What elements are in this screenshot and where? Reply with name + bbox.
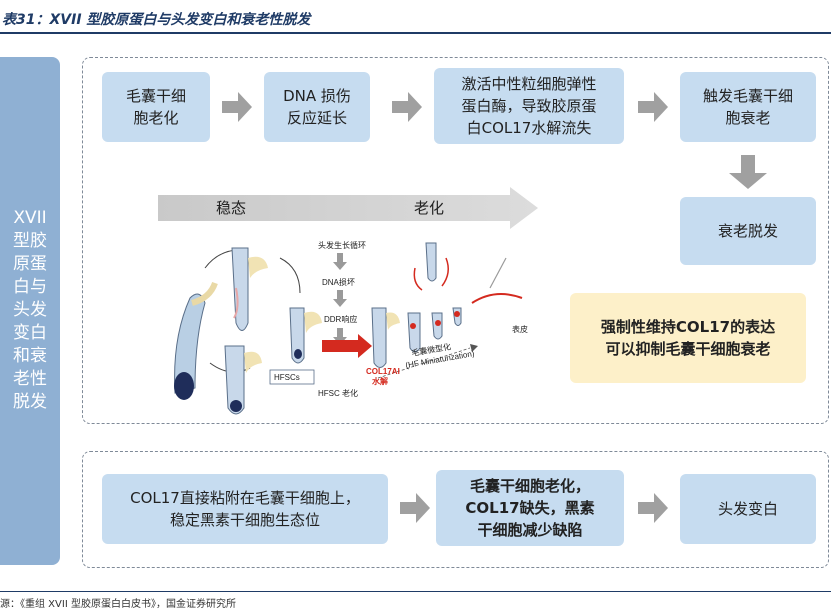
box-line: 干细胞减少缺陷	[477, 521, 583, 539]
box-line: COL17直接粘附在毛囊干细胞上，	[130, 489, 360, 507]
stage-arrow: 稳态 老化	[158, 187, 538, 229]
aging-panel	[82, 57, 829, 424]
stage-right-label: 老化	[414, 199, 444, 217]
sidebar-line: 和衰	[13, 346, 47, 366]
sidebar-line: 原蛋	[13, 254, 47, 274]
sidebar-line: 老性	[13, 369, 47, 389]
col17-note-box: 强制性维持COL17的表达可以抑制毛囊干细胞衰老	[570, 293, 806, 383]
sidebar-line: 头发	[13, 300, 47, 320]
col17-label: COL17AI	[366, 367, 400, 376]
step-ddr: DDR响应	[324, 314, 357, 324]
col17-adhesion-box: COL17直接粘附在毛囊干细胞上， 稳定黑素干细胞生态位	[102, 474, 388, 544]
box-line: 胞老化	[133, 109, 179, 127]
hydrolysis-label: 水解	[371, 376, 388, 386]
stage-left-label: 稳态	[216, 199, 246, 217]
elastase-box: 激活中性粒细胞弹性蛋白酶，导致胶原蛋白COL17水解流失	[434, 68, 624, 144]
sidebar-line: 型胶	[13, 231, 47, 251]
col17-loss-box: 毛囊干细胞老化， COL17缺失，黑素干细胞减少缺陷	[436, 470, 624, 546]
figure-title: 表31：XVII 型胶原蛋白与头发变白和衰老性脱发	[2, 12, 311, 28]
note-line: 强制性维持COL17的表达	[600, 318, 776, 336]
box-line: 稳定黑素干细胞生态位	[169, 511, 320, 529]
sidebar-label: XVII 型胶 原蛋 白与 头发 变白 和衰 老性 脱发	[0, 207, 60, 414]
hair-loss-box: 衰老脱发	[680, 197, 816, 265]
box-line: DNA 损伤	[283, 87, 351, 105]
epidermis-label: 表皮	[512, 324, 528, 334]
source-note: 源：《重组 XVII 型胶原蛋白白皮书》，国金证券研究所	[0, 599, 236, 610]
dna-damage-box: DNA 损伤反应延长	[264, 72, 370, 142]
box-line: 激活中性粒细胞弹性	[461, 75, 597, 93]
graying-box: 头发变白	[680, 474, 816, 544]
senescence-box: 触发毛囊干细胞衰老	[680, 72, 816, 142]
step-hfsc-aging: HFSC 老化	[318, 388, 358, 398]
hair-follicle-illustration: HFSCs 头发生长循环 DNA损坏 DDR响应 HFSC 老化 COL17AI…	[174, 240, 528, 415]
step-growth-cycle: 头发生长循环	[318, 240, 366, 250]
step-dna-damage: DNA损坏	[322, 277, 355, 287]
sidebar-line: 变白	[13, 323, 47, 343]
sidebar-line: 脱发	[13, 392, 47, 412]
sidebar-line: XVII	[13, 208, 47, 228]
header: 表31：XVII 型胶原蛋白与头发变白和衰老性脱发	[0, 0, 831, 34]
box-line: 衰老脱发	[717, 222, 778, 240]
box-line: 头发变白	[717, 500, 778, 518]
hfscs-label: HFSCs	[274, 373, 300, 382]
box-line: 毛囊干细胞老化，	[469, 477, 590, 495]
box-line: 白COL17水解流失	[466, 119, 592, 137]
box-line: 反应延长	[286, 109, 347, 127]
box-line: COL17缺失，黑素	[465, 499, 595, 517]
note-line: 可以抑制毛囊干细胞衰老	[605, 340, 771, 358]
box-line: 触发毛囊干细	[702, 87, 793, 105]
footer-rule	[0, 591, 831, 592]
header-rule	[0, 32, 831, 34]
sidebar: XVII 型胶 原蛋 白与 头发 变白 和衰 老性 脱发	[0, 57, 60, 565]
hfsc-aging-box: 毛囊干细胞老化	[102, 72, 210, 142]
box-line: 蛋白酶，导致胶原蛋	[461, 97, 597, 115]
sidebar-line: 白与	[13, 277, 47, 297]
graying-panel	[82, 451, 829, 568]
box-line: 胞衰老	[725, 109, 771, 127]
box-line: 毛囊干细	[125, 87, 186, 105]
